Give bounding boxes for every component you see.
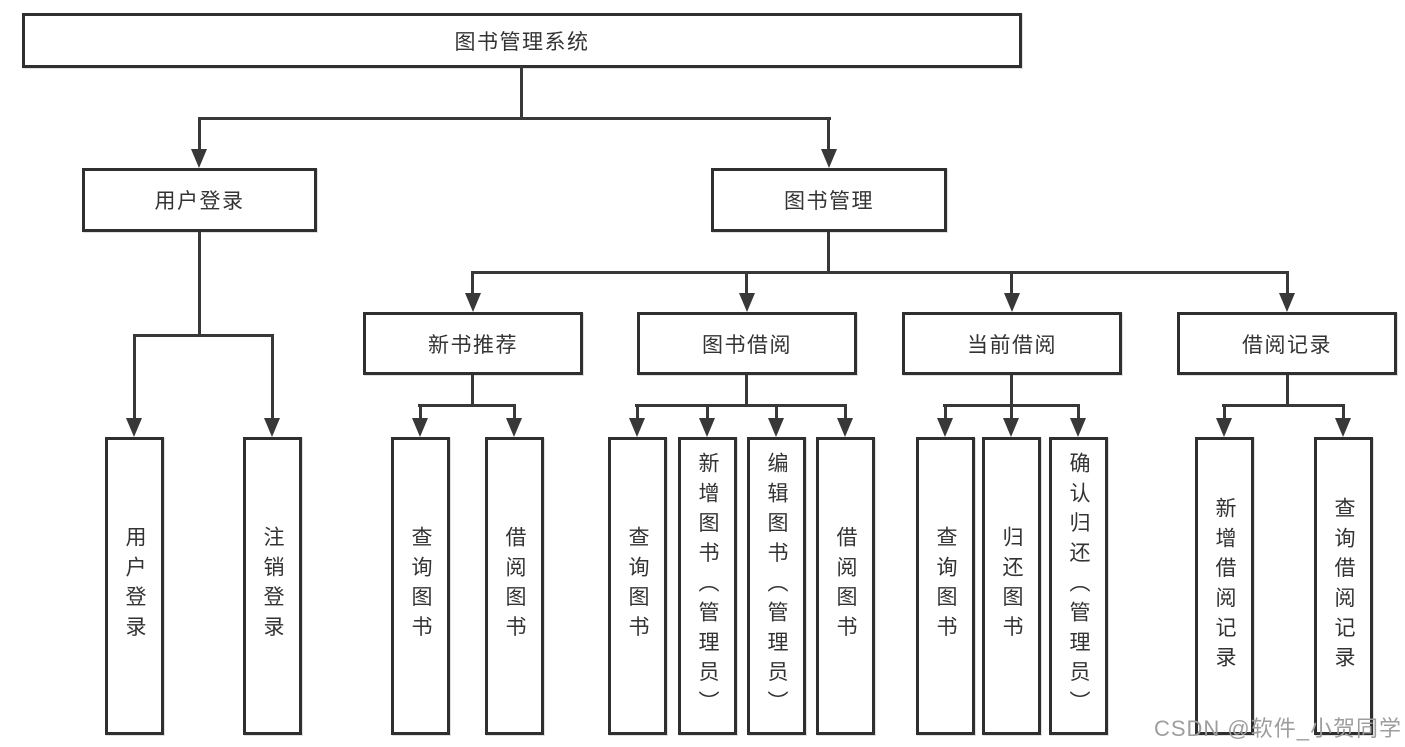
node-user-login: 用户登录 <box>82 168 317 232</box>
leaf-query-borrow-record: 查询借阅记录 <box>1314 437 1373 735</box>
connector-line <box>1010 271 1013 296</box>
leaf-add-borrow-record: 新增借阅记录 <box>1195 437 1254 735</box>
connector-line <box>471 271 1289 274</box>
connector-line <box>198 117 831 120</box>
leaf-borrow-books: 借阅图书 <box>816 437 875 735</box>
arrowhead-down-icon <box>1279 293 1295 312</box>
arrowhead-down-icon <box>412 418 428 437</box>
leaf-confirm-return-admin: 确认归还（管理员） <box>1049 437 1108 735</box>
node-new-book-recommend: 新书推荐 <box>363 312 583 375</box>
connector-line <box>198 117 201 152</box>
connector-line <box>471 271 474 296</box>
connector-line <box>1286 271 1289 296</box>
arrowhead-down-icon <box>1335 418 1351 437</box>
connector-line <box>775 404 778 422</box>
connector-line <box>419 404 422 422</box>
node-current-borrow: 当前借阅 <box>902 312 1122 375</box>
node-borrow-record: 借阅记录 <box>1177 312 1397 375</box>
connector-line <box>635 404 847 407</box>
leaf-logout: 注销登录 <box>243 437 302 735</box>
arrowhead-down-icon <box>1070 418 1086 437</box>
connector-line <box>133 334 274 337</box>
leaf-add-books-admin: 新增图书（管理员） <box>678 437 737 735</box>
arrowhead-down-icon <box>1004 293 1020 312</box>
connector-line <box>745 375 748 406</box>
connector-line <box>844 404 847 422</box>
connector-line <box>418 404 516 407</box>
connector-line <box>271 334 274 422</box>
connector-line <box>520 66 523 119</box>
arrowhead-down-icon <box>465 293 481 312</box>
leaf-return-books: 归还图书 <box>982 437 1041 735</box>
connector-line <box>1222 404 1345 407</box>
connector-line <box>1010 375 1013 406</box>
connector-line <box>706 404 709 422</box>
leaf-edit-books-admin: 编辑图书（管理员） <box>747 437 806 735</box>
connector-line <box>636 404 639 422</box>
csdn-watermark: CSDN @软件_小贺同学 <box>1153 716 1402 741</box>
arrowhead-down-icon <box>739 293 755 312</box>
connector-line <box>944 404 947 422</box>
leaf-query-books-current: 查询图书 <box>916 437 975 735</box>
connector-line <box>1077 404 1080 422</box>
arrowhead-down-icon <box>937 418 953 437</box>
node-book-borrow: 图书借阅 <box>637 312 857 375</box>
arrowhead-down-icon <box>821 149 837 168</box>
connector-line <box>745 271 748 296</box>
leaf-borrow-books-recommend: 借阅图书 <box>485 437 544 735</box>
arrowhead-down-icon <box>191 149 207 168</box>
arrowhead-down-icon <box>126 418 142 437</box>
arrowhead-down-icon <box>1216 418 1232 437</box>
connector-line <box>133 334 136 422</box>
arrowhead-down-icon <box>1003 418 1019 437</box>
arrowhead-down-icon <box>264 418 280 437</box>
connector-line <box>827 117 830 152</box>
leaf-query-books-borrow: 查询图书 <box>608 437 667 735</box>
arrowhead-down-icon <box>629 418 645 437</box>
connector-line <box>513 404 516 422</box>
leaf-user-login: 用户登录 <box>105 437 164 735</box>
leaf-query-books-recommend: 查询图书 <box>391 437 450 735</box>
connector-line <box>1223 404 1226 422</box>
node-root: 图书管理系统 <box>22 13 1022 68</box>
connector-line <box>1342 404 1345 422</box>
arrowhead-down-icon <box>699 418 715 437</box>
connector-line <box>1010 404 1013 422</box>
connector-line <box>198 232 201 336</box>
arrowhead-down-icon <box>506 418 522 437</box>
arrowhead-down-icon <box>768 418 784 437</box>
connector-line <box>827 232 830 274</box>
connector-line <box>471 375 474 406</box>
connector-line <box>1286 375 1289 406</box>
node-book-management: 图书管理 <box>711 168 947 232</box>
arrowhead-down-icon <box>837 418 853 437</box>
